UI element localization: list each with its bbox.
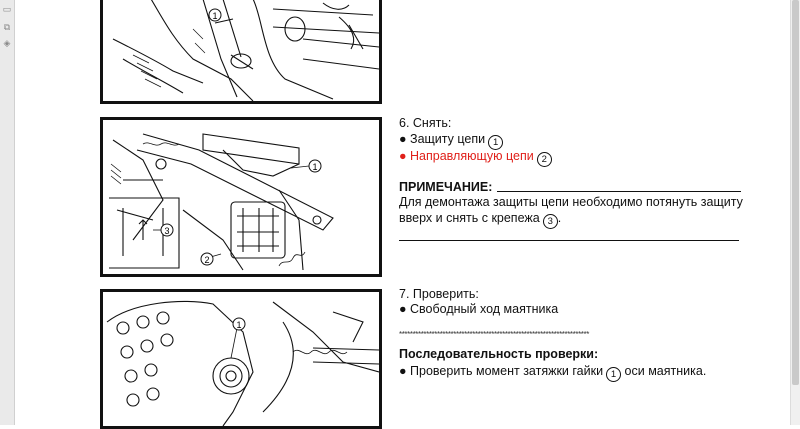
note-title: ПРИМЕЧАНИЕ: <box>399 180 493 194</box>
separator-stars: ****************************************… <box>399 330 589 339</box>
fig1-callout-circle <box>208 8 222 22</box>
step6-heading: 6. Снять: <box>399 116 452 130</box>
viewer-sidebar: ▭ ⧉ ◈ <box>0 0 15 425</box>
step6-item2-num: 2 <box>536 152 552 167</box>
sequence-item-end: оси маятника. <box>624 364 707 378</box>
sequence-title: Последовательность проверки: <box>399 347 599 361</box>
fig3-callout-circle <box>232 317 246 331</box>
fig2-callout1: 1 <box>312 162 317 172</box>
figure-chain-guard-drawing: 1 2 3 <box>109 133 334 271</box>
fig3-callout: 1 <box>236 320 241 330</box>
step6-item1-num: 1 <box>488 135 504 150</box>
layers-icon[interactable]: ◈ <box>3 38 11 48</box>
fig2-callout2-circle <box>200 252 214 266</box>
bookmark-icon[interactable]: ⧉ <box>3 22 11 32</box>
fig2-callout1-circle <box>308 159 322 173</box>
sequence-item-text: ● Проверить момент затяжки гайки <box>399 364 604 378</box>
note-line1: Для демонтажа защиты цепи необходимо пот… <box>399 195 743 209</box>
note-line2-end: . <box>557 211 562 225</box>
note-line2-text: вверх и снять с крепежа <box>399 211 540 225</box>
vertical-scrollbar[interactable] <box>790 0 800 425</box>
note-line2-num: 3 <box>542 214 558 229</box>
figure-swingarm-top-drawing: 1 <box>112 0 379 101</box>
fig2-callout3: 3 <box>164 226 169 236</box>
note-bottom-rule <box>399 240 739 241</box>
figure-chain-guard: 1 2 3 <box>100 117 382 277</box>
step7-item1: ● Свободный ход маятника <box>399 302 559 316</box>
step6-item2-text: ● Направляющую цепи <box>399 149 534 163</box>
fig2-callout3-circle <box>160 223 174 237</box>
figure-swingarm-top: 1 <box>100 0 382 104</box>
figure-swingarm-pivot: 1 <box>100 289 382 429</box>
figure-swingarm-pivot-drawing: 1 <box>106 300 379 426</box>
step6-item1-text: ● Защиту цепи <box>399 132 486 146</box>
fig2-callout2: 2 <box>204 255 209 265</box>
fig1-callout: 1 <box>212 11 217 21</box>
note-title-underline <box>497 191 741 192</box>
step7-heading: 7. Проверить: <box>399 287 479 301</box>
sequence-item-num: 1 <box>606 367 622 382</box>
document-icon[interactable]: ▭ <box>2 4 12 14</box>
scrollbar-thumb[interactable] <box>792 0 799 385</box>
